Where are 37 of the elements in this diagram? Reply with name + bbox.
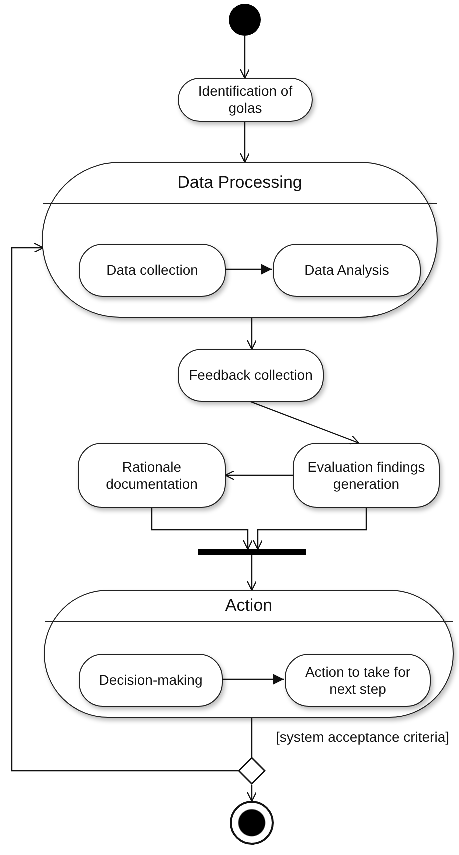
guard-label: [system acceptance criteria]: [275, 729, 451, 745]
activity-text: Feedback collection: [188, 367, 314, 384]
activity-box: [79, 654, 223, 707]
group-title: Action: [45, 591, 453, 622]
arrow: [246, 318, 258, 350]
group-title: Data Processing: [43, 163, 437, 204]
arrow: [222, 674, 284, 685]
activity-text: Action to take for next step: [304, 664, 412, 698]
arrow: [11, 242, 238, 772]
activity-box: [178, 349, 324, 402]
activity-box: [79, 244, 226, 297]
decision-diamond: [238, 757, 266, 785]
activity-text: Rationale documentation: [105, 458, 199, 492]
activity-box: [285, 654, 431, 707]
activity-text: Decision-making: [98, 672, 204, 689]
arrow: [225, 264, 272, 275]
initial-node: [229, 4, 261, 36]
join-bar: [198, 549, 306, 555]
arrow: [246, 785, 258, 802]
activity-text: Identification of golas: [197, 83, 294, 117]
arrow: [250, 401, 360, 445]
arrow: [240, 122, 250, 164]
activity-box: [78, 443, 226, 508]
arrow: [246, 555, 258, 592]
activity-group: [44, 590, 454, 718]
activity-text: Data Analysis: [304, 262, 390, 279]
activity-box: [178, 78, 313, 122]
arrow: [252, 508, 368, 550]
arrow: [240, 36, 250, 80]
activity-text: Data collection: [106, 262, 200, 279]
activity-text: Evaluation findings generation: [306, 458, 426, 492]
final-node: [230, 801, 274, 845]
arrow: [151, 508, 254, 550]
activity-box: [293, 443, 440, 508]
activity-box: [273, 244, 421, 297]
connector-line: [251, 718, 253, 757]
arrow: [224, 470, 293, 481]
